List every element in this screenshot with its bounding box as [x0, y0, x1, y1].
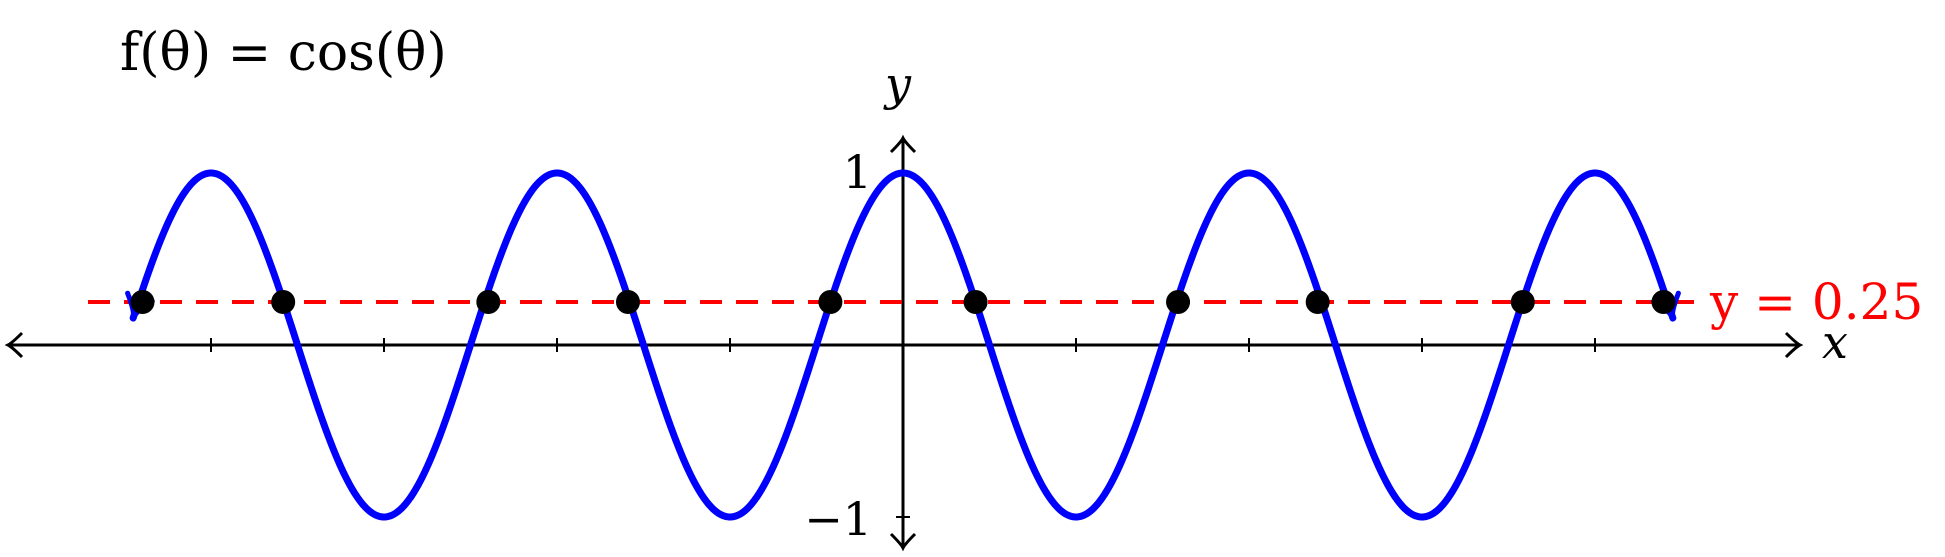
intersection-point [130, 290, 155, 314]
x-axis-left-arrow [4, 331, 24, 359]
intersection-point [1510, 290, 1535, 314]
cosine-curve [129, 169, 1677, 521]
intersection-point [1305, 290, 1330, 314]
x-axis-label: x [1822, 315, 1848, 369]
intersection-point [1651, 290, 1676, 314]
y-tick-label-1: 1 [843, 145, 872, 199]
intersection-point [615, 290, 640, 314]
x-axis-right-arrow [1784, 331, 1804, 359]
y-tick-label-neg1: −1 [804, 492, 872, 546]
intersection-points [130, 290, 1676, 314]
intersection-point [271, 290, 296, 314]
y-axis-top-arrow [889, 134, 917, 154]
intersection-point [963, 290, 988, 314]
intersection-point [476, 290, 501, 314]
y-axis-bottom-arrow [889, 532, 917, 552]
y-axis [889, 134, 917, 552]
intersection-point [818, 290, 843, 314]
y-axis-label: y [883, 57, 912, 111]
x-ticks [210, 338, 1596, 352]
reference-line-label: y = 0.25 [1709, 273, 1923, 331]
chart-title: f(θ) = cos(θ) [120, 23, 447, 83]
intersection-point [1166, 290, 1191, 314]
